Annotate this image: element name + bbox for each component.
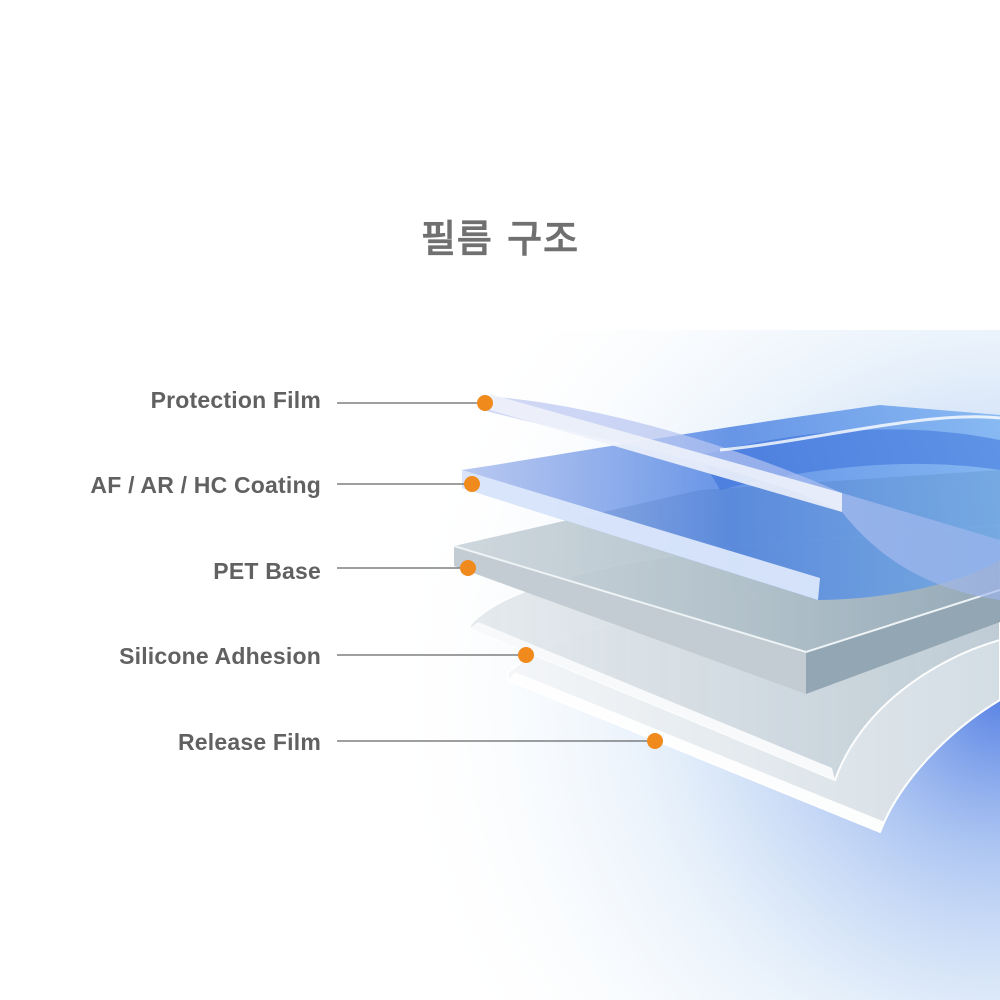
label-protection-film: Protection Film: [1, 386, 321, 414]
marker-coating: [464, 476, 480, 492]
marker-release-film: [647, 733, 663, 749]
marker-silicone-adhesion: [518, 647, 534, 663]
label-silicone-adhesion: Silicone Adhesion: [1, 642, 321, 670]
label-pet-base: PET Base: [1, 557, 321, 585]
label-release-film: Release Film: [1, 728, 321, 756]
marker-pet-base: [460, 560, 476, 576]
label-coating: AF / AR / HC Coating: [1, 471, 321, 499]
marker-protection-film: [477, 395, 493, 411]
